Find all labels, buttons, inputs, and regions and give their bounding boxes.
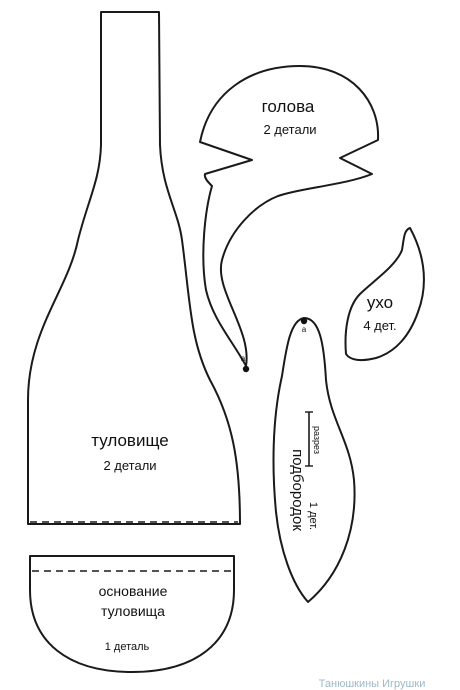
base-label-line2: туловища	[101, 603, 165, 619]
base-label-line1: основание	[99, 583, 168, 599]
body-piece: туловище 2 детали	[27, 11, 241, 525]
chin-marker-dot	[300, 317, 308, 325]
ear-piece: ухо 4 дет.	[344, 227, 425, 362]
head-piece: а голова 2 детали	[199, 65, 380, 373]
head-label: голова	[262, 97, 315, 116]
head-count: 2 детали	[263, 122, 316, 137]
body-label: туловище	[91, 431, 168, 450]
ear-outline	[344, 227, 425, 362]
base-count: 1 деталь	[105, 641, 150, 653]
head-marker-label: а	[241, 354, 246, 363]
ear-count: 4 дет.	[363, 318, 396, 333]
base-piece: основание туловища 1 деталь	[29, 555, 235, 673]
head-outline	[199, 65, 380, 367]
chin-count: 1 дет.	[307, 502, 319, 530]
chin-slit-label: разрез	[312, 426, 322, 454]
watermark: Танюшкины Игрушки	[319, 678, 426, 690]
ear-label: ухо	[367, 293, 393, 312]
body-count: 2 детали	[103, 458, 156, 473]
chin-outline	[272, 317, 356, 603]
head-marker-dot	[242, 365, 250, 373]
base-outline	[29, 555, 235, 673]
chin-marker-label: а	[302, 325, 307, 334]
chin-label: подбородок	[289, 449, 306, 531]
body-outline	[27, 11, 241, 525]
chin-piece: а разрез подбородок 1 дет.	[272, 317, 356, 603]
